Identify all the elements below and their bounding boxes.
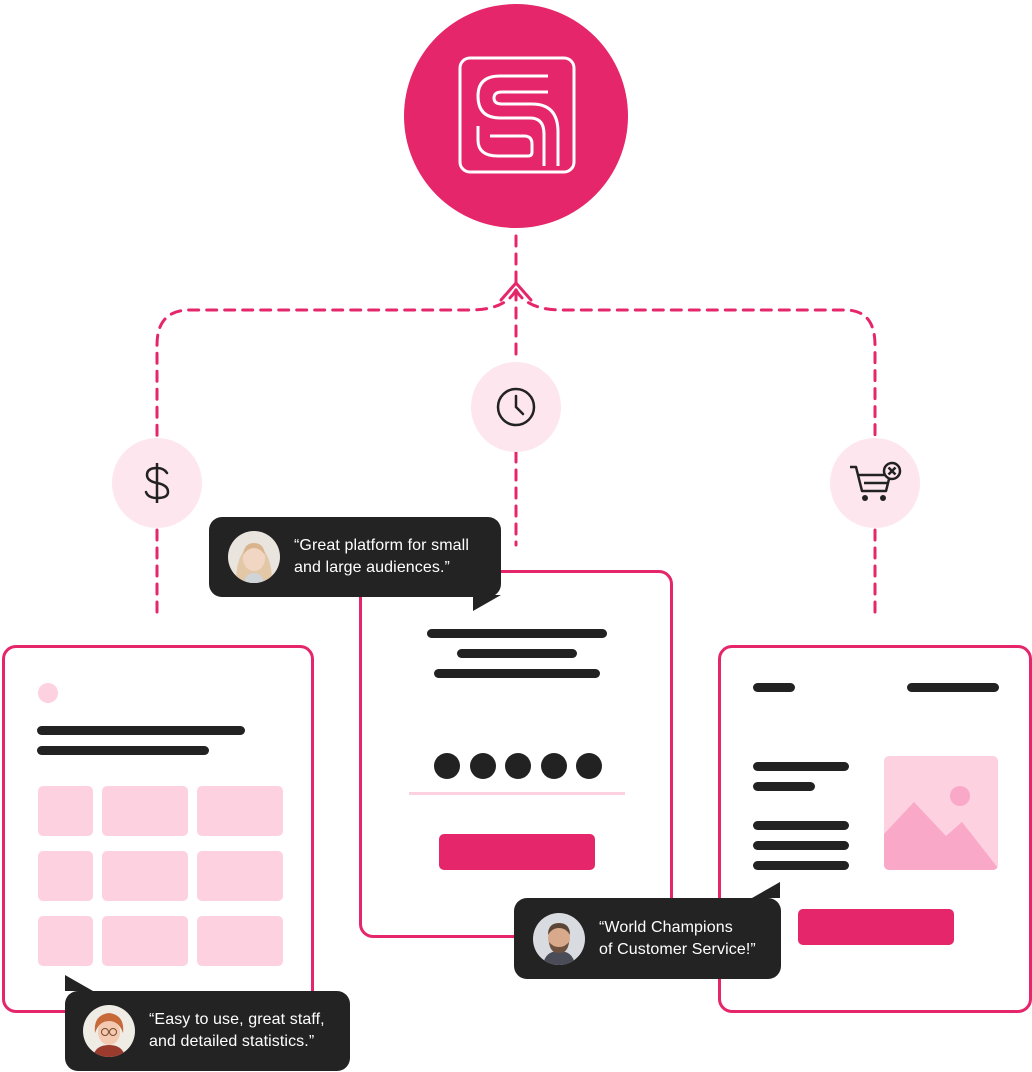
testimonial-quote: “World Champions of Customer Service!”	[599, 918, 756, 958]
text-line	[434, 669, 600, 678]
clock-icon	[496, 387, 536, 427]
text-line	[753, 762, 849, 771]
input-underline	[409, 792, 625, 795]
text-line	[753, 782, 815, 791]
grid-cell	[197, 916, 283, 966]
grid-cell	[38, 916, 93, 966]
avatar	[533, 912, 585, 965]
text-line	[753, 861, 849, 870]
logo-badge	[404, 4, 628, 228]
image-icon	[884, 786, 998, 870]
login-card	[359, 570, 673, 938]
password-dot	[434, 753, 460, 779]
testimonial-bubble: “World Champions of Customer Service!”	[514, 882, 781, 979]
grid-cell	[102, 786, 188, 836]
testimonial-quote: “Great platform for small and large audi…	[294, 537, 469, 576]
avatar	[83, 1005, 135, 1057]
grid-cell	[38, 851, 93, 901]
pricing-node	[112, 438, 202, 528]
testimonial-bubble: “Easy to use, great staff, and detailed …	[65, 975, 350, 1071]
grid-cell	[197, 851, 283, 901]
content-card	[718, 645, 1032, 1013]
grid-cell	[102, 851, 188, 901]
s-logo-icon	[458, 56, 576, 174]
testimonial-quote: “Easy to use, great staff, and detailed …	[149, 1011, 325, 1050]
password-dot	[505, 753, 531, 779]
grid-cell	[197, 786, 283, 836]
grid-cell	[102, 916, 188, 966]
password-dot	[540, 753, 567, 779]
grid-cell	[38, 786, 93, 836]
text-line	[37, 746, 209, 755]
password-dot	[469, 753, 496, 779]
password-field[interactable]	[434, 753, 604, 779]
image-placeholder	[884, 756, 998, 870]
text-line	[427, 629, 607, 638]
nav-line	[907, 683, 999, 692]
timing-node	[471, 362, 561, 452]
dollar-icon	[144, 463, 170, 503]
bubble-tail	[473, 595, 501, 611]
action-button[interactable]	[798, 909, 954, 945]
text-line	[753, 821, 849, 830]
text-line	[753, 841, 849, 850]
cart-node	[830, 438, 920, 528]
cart-remove-icon	[850, 461, 902, 501]
dashboard-card	[2, 645, 314, 1013]
nav-line	[753, 683, 795, 692]
testimonial-bubble: “Great platform for small and large audi…	[209, 517, 501, 611]
status-dot	[38, 683, 58, 703]
bubble-tail	[752, 882, 780, 898]
password-dot	[576, 753, 602, 779]
avatar	[228, 531, 280, 583]
text-line	[457, 649, 577, 658]
text-line	[37, 726, 245, 735]
submit-button[interactable]	[439, 834, 595, 870]
bubble-tail	[65, 975, 93, 991]
